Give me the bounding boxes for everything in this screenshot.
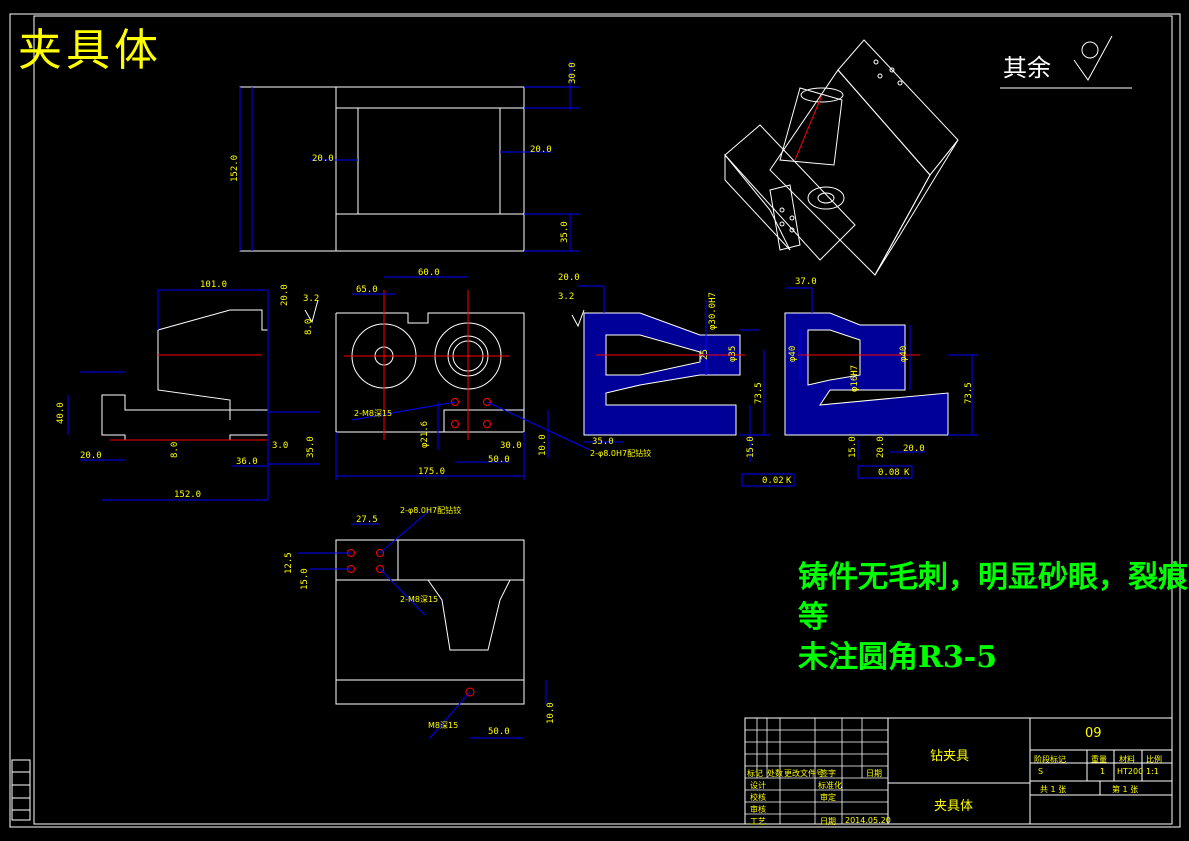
tb-scale: 1:1 bbox=[1146, 767, 1159, 776]
dim-top-4: 152.0 bbox=[230, 154, 240, 182]
note-center-ream: 2-φ8.0H7配钻铰 bbox=[590, 449, 652, 458]
technical-note-2: 未注圆角R3-5 bbox=[798, 640, 998, 675]
dim-front-5: 8.0 bbox=[170, 441, 180, 458]
tb-row-process: 工艺 bbox=[750, 817, 766, 826]
dim-sb-6: 15.0 bbox=[848, 436, 858, 458]
dim-top-3: 20.0 bbox=[530, 145, 552, 155]
sheet-border bbox=[9, 13, 1181, 828]
assembly-name: 钻夹具 bbox=[930, 749, 970, 764]
dim-sa-10: K bbox=[786, 476, 792, 486]
dim-center-9: 50.0 bbox=[488, 455, 510, 465]
dim-center-4: 8.0 bbox=[304, 318, 314, 335]
note-bv-ream: 2-φ8.0H7配钻铰 bbox=[400, 506, 462, 515]
technical-note-1: 铸件无毛刺，明显砂眼，裂痕等 bbox=[798, 560, 1188, 635]
dim-center-2: 65.0 bbox=[356, 285, 378, 295]
tb-date: 2014.05.20 bbox=[845, 816, 891, 825]
dim-center-7: φ21.6 bbox=[420, 420, 430, 448]
dim-sb-1: 37.0 bbox=[795, 277, 817, 287]
tb-header-weight: 重量 bbox=[1091, 755, 1107, 764]
note-bv-tap-single: M8深15 bbox=[428, 721, 459, 730]
dim-top-1: 30.0 bbox=[568, 62, 578, 84]
tb-row-mark: 标记 bbox=[747, 769, 763, 778]
dim-front-2: 20.0 bbox=[280, 284, 290, 306]
tb-row-approve: 审定 bbox=[820, 793, 836, 802]
drawing-title: 夹具体 bbox=[18, 25, 162, 76]
dim-sb-4: φ16H7 bbox=[850, 364, 860, 392]
dim-sa-9: 0.02 bbox=[762, 476, 784, 486]
dim-sa-2: 3.2 bbox=[558, 292, 575, 302]
dim-center-1: 60.0 bbox=[418, 268, 440, 278]
tb-row-check: 校核 bbox=[750, 793, 766, 802]
dim-sa-6: 73.5 bbox=[754, 382, 764, 404]
dim-sb-9: 0.08 bbox=[878, 468, 900, 478]
section-b bbox=[784, 287, 978, 479]
tb-mark: S bbox=[1038, 767, 1044, 776]
dim-sb-7: 20.0 bbox=[876, 436, 886, 458]
dim-bv-4: 15.0 bbox=[300, 568, 310, 590]
dim-front-8: 35.0 bbox=[306, 436, 316, 458]
roughness-note: 其余 bbox=[1003, 54, 1051, 82]
side-tag bbox=[11, 759, 31, 821]
dim-sa-7: 35.0 bbox=[592, 437, 614, 447]
dim-sb-3: φ40 bbox=[899, 345, 909, 362]
note-bv-tap: 2-M8深15 bbox=[400, 595, 439, 604]
tb-sheet-no: 第 1 张 bbox=[1112, 785, 1139, 794]
bottom-view bbox=[298, 509, 547, 739]
dim-sb-2: φ40 bbox=[788, 345, 798, 362]
dim-top-2: 20.0 bbox=[312, 154, 334, 164]
section-a bbox=[571, 285, 795, 487]
tb-material: HT200 bbox=[1117, 767, 1144, 776]
tb-row-date2: 日期 bbox=[820, 817, 836, 826]
drawing-number: 09 bbox=[1085, 726, 1102, 741]
tb-header-material: 材料 bbox=[1119, 755, 1135, 764]
dim-center-5: 175.0 bbox=[418, 467, 446, 477]
center-view bbox=[304, 276, 591, 480]
note-center-tap: 2-M8深15 bbox=[354, 409, 393, 418]
tb-row-sign: 签字 bbox=[820, 769, 836, 778]
dim-bv-7: 50.0 bbox=[488, 727, 510, 737]
dim-sa-5: 25 bbox=[700, 349, 710, 360]
top-view bbox=[239, 60, 580, 252]
tb-row-change: 更改文件号 bbox=[784, 769, 824, 778]
dim-front-7: 3.0 bbox=[272, 441, 289, 451]
dim-front-3: 40.0 bbox=[56, 402, 66, 424]
tb-row-date: 日期 bbox=[866, 769, 882, 778]
part-name: 夹具体 bbox=[934, 799, 974, 814]
dim-center-10: 10.0 bbox=[538, 434, 548, 456]
dim-sa-4: φ35 bbox=[728, 345, 738, 362]
front-view bbox=[67, 289, 320, 501]
dim-front-6: 36.0 bbox=[236, 457, 258, 467]
dim-bv-3: 12.5 bbox=[284, 552, 294, 574]
roughness-symbol bbox=[1000, 35, 1132, 89]
dim-bv-8: 10.0 bbox=[546, 702, 556, 724]
dim-sb-5: 73.5 bbox=[964, 382, 974, 404]
tb-quantity: 1 bbox=[1100, 767, 1106, 776]
tb-header-stage: 阶段标记 bbox=[1034, 755, 1066, 764]
tb-row-standard: 标准化 bbox=[818, 781, 842, 790]
dim-sa-1: 20.0 bbox=[558, 273, 580, 283]
dim-front-9: 152.0 bbox=[174, 490, 202, 500]
title-block bbox=[744, 717, 1173, 825]
dim-top-5: 35.0 bbox=[560, 221, 570, 243]
isometric-view bbox=[724, 39, 959, 276]
dim-sb-8: 20.0 bbox=[903, 444, 925, 454]
tb-row-count: 处数 bbox=[767, 769, 783, 778]
tb-header-scale: 比例 bbox=[1146, 755, 1162, 764]
dim-front-1: 101.0 bbox=[200, 280, 228, 290]
tb-sheet-total: 共 1 张 bbox=[1040, 785, 1067, 794]
dim-sa-3: φ30.0H7 bbox=[708, 292, 718, 330]
dim-bv-1: 27.5 bbox=[356, 515, 378, 525]
tb-row-design: 设计 bbox=[750, 781, 766, 790]
technical-notes: 铸件无毛刺，明显砂眼，裂痕等 未注圆角R3-5 bbox=[798, 558, 1189, 678]
dim-center-8: 30.0 bbox=[500, 441, 522, 451]
dim-sb-10: K bbox=[904, 468, 910, 478]
dim-center-3: 3.2 bbox=[303, 294, 320, 304]
dim-sa-8: 15.0 bbox=[746, 436, 756, 458]
tb-row-review: 审核 bbox=[750, 805, 766, 814]
dim-front-4: 20.0 bbox=[80, 451, 102, 461]
